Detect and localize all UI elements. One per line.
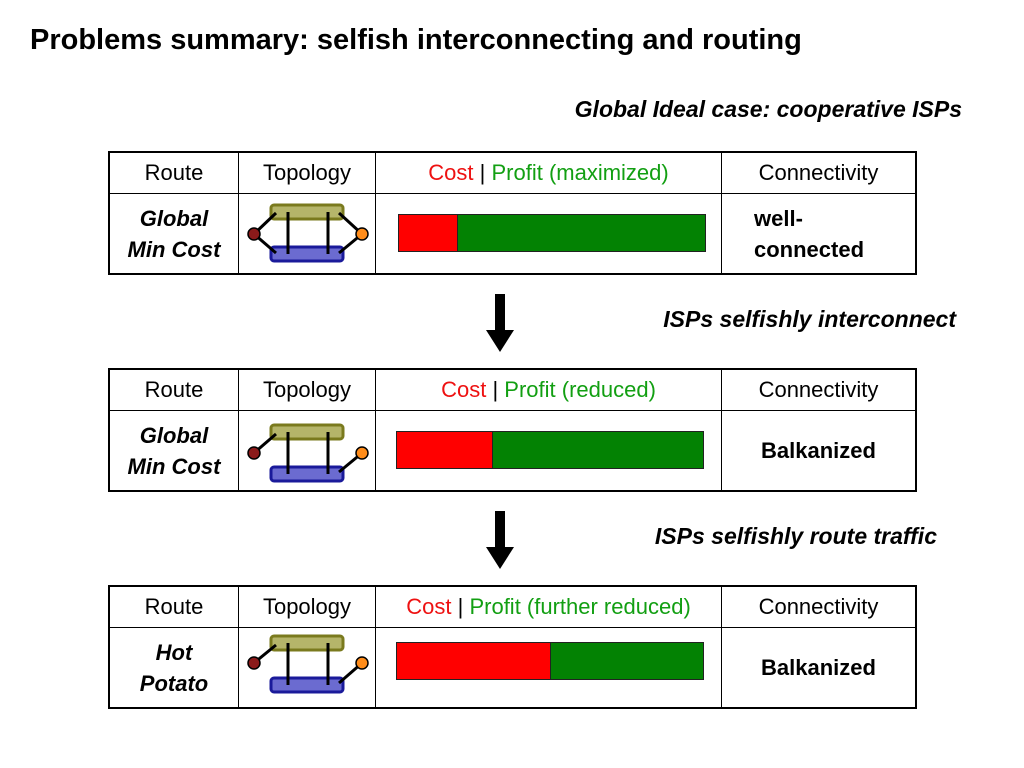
summary-table-interconnect: Route Topology Cost | Profit (reduced) C…: [108, 368, 917, 492]
slide-title: Problems summary: selfish interconnectin…: [30, 24, 802, 56]
cost-profit-bar: [396, 431, 704, 469]
arrow-down-icon: [486, 294, 514, 352]
connectivity-cell: Balkanized: [721, 410, 917, 492]
cost-segment: [397, 432, 493, 468]
isp-bottom-bar: [269, 245, 345, 263]
caption-selfish-routing: ISPs selfishly route traffic: [654, 523, 937, 549]
topology-connected-icon: [247, 203, 369, 263]
table-header-row: Route Topology Cost | Profit (further re…: [108, 585, 917, 628]
connectivity-line-2: connected: [754, 236, 865, 262]
header-separator: |: [479, 160, 486, 185]
header-route: Route: [108, 368, 239, 411]
header-cost-profit: Cost | Profit (further reduced): [375, 585, 722, 628]
header-topology: Topology: [238, 151, 376, 194]
header-profit: Profit (further reduced): [469, 594, 691, 619]
endpoint-right-icon: [355, 656, 369, 670]
profit-segment: [492, 432, 703, 468]
route-line-2: Min Cost: [127, 453, 221, 479]
endpoint-right-icon: [355, 446, 369, 460]
cost-profit-cell: [375, 410, 722, 492]
header-topology: Topology: [238, 368, 376, 411]
route-line-1: Global: [139, 205, 209, 231]
endpoint-right-icon: [355, 227, 369, 241]
connectivity-line-1: well-: [754, 205, 803, 231]
header-cost-profit: Cost | Profit (reduced): [375, 368, 722, 411]
header-connectivity: Connectivity: [721, 368, 917, 411]
cost-segment: [397, 643, 551, 679]
topology-cell: [238, 627, 376, 709]
topology-balkanized-icon: [247, 634, 369, 694]
cost-profit-bar: [396, 642, 704, 680]
route-line-1: Hot: [155, 639, 193, 665]
header-route: Route: [108, 151, 239, 194]
endpoint-left-icon: [247, 656, 261, 670]
header-cost: Cost: [441, 377, 487, 402]
header-cost-profit: Cost | Profit (maximized): [375, 151, 722, 194]
isp-top-bar: [269, 203, 345, 221]
isp-top-bar: [269, 423, 345, 441]
header-profit: Profit (maximized): [491, 160, 669, 185]
endpoint-left-icon: [247, 227, 261, 241]
profit-segment: [551, 643, 703, 679]
cost-profit-bar: [398, 214, 706, 252]
profit-segment: [458, 215, 705, 251]
header-separator: |: [457, 594, 464, 619]
summary-table-ideal: Route Topology Cost | Profit (maximized)…: [108, 151, 917, 275]
cost-profit-cell: [375, 193, 722, 275]
header-connectivity: Connectivity: [721, 151, 917, 194]
table-header-row: Route Topology Cost | Profit (reduced) C…: [108, 368, 917, 411]
route-line-2: Min Cost: [127, 236, 221, 262]
route-line-1: Global: [139, 422, 209, 448]
header-cost: Cost: [428, 160, 474, 185]
topology-balkanized-icon: [247, 423, 369, 483]
cost-segment: [399, 215, 459, 251]
header-cost: Cost: [406, 594, 452, 619]
header-profit: Profit (reduced): [504, 377, 656, 402]
table-header-row: Route Topology Cost | Profit (maximized)…: [108, 151, 917, 194]
header-topology: Topology: [238, 585, 376, 628]
topology-cell: [238, 193, 376, 275]
header-route: Route: [108, 585, 239, 628]
caption-ideal-case: Global Ideal case: cooperative ISPs: [574, 96, 962, 122]
isp-bottom-bar: [269, 676, 345, 694]
isp-top-bar: [269, 634, 345, 652]
isp-bottom-bar: [269, 465, 345, 483]
endpoint-left-icon: [247, 446, 261, 460]
connectivity-cell: Balkanized: [721, 627, 917, 709]
connectivity-cell: well-connected: [721, 193, 917, 275]
cost-profit-cell: [375, 627, 722, 709]
topology-cell: [238, 410, 376, 492]
summary-table-routing: Route Topology Cost | Profit (further re…: [108, 585, 917, 709]
route-line-2: Potato: [139, 670, 209, 696]
caption-selfish-interconnect: ISPs selfishly interconnect: [663, 306, 956, 332]
header-separator: |: [492, 377, 499, 402]
header-connectivity: Connectivity: [721, 585, 917, 628]
arrow-down-icon: [486, 511, 514, 569]
